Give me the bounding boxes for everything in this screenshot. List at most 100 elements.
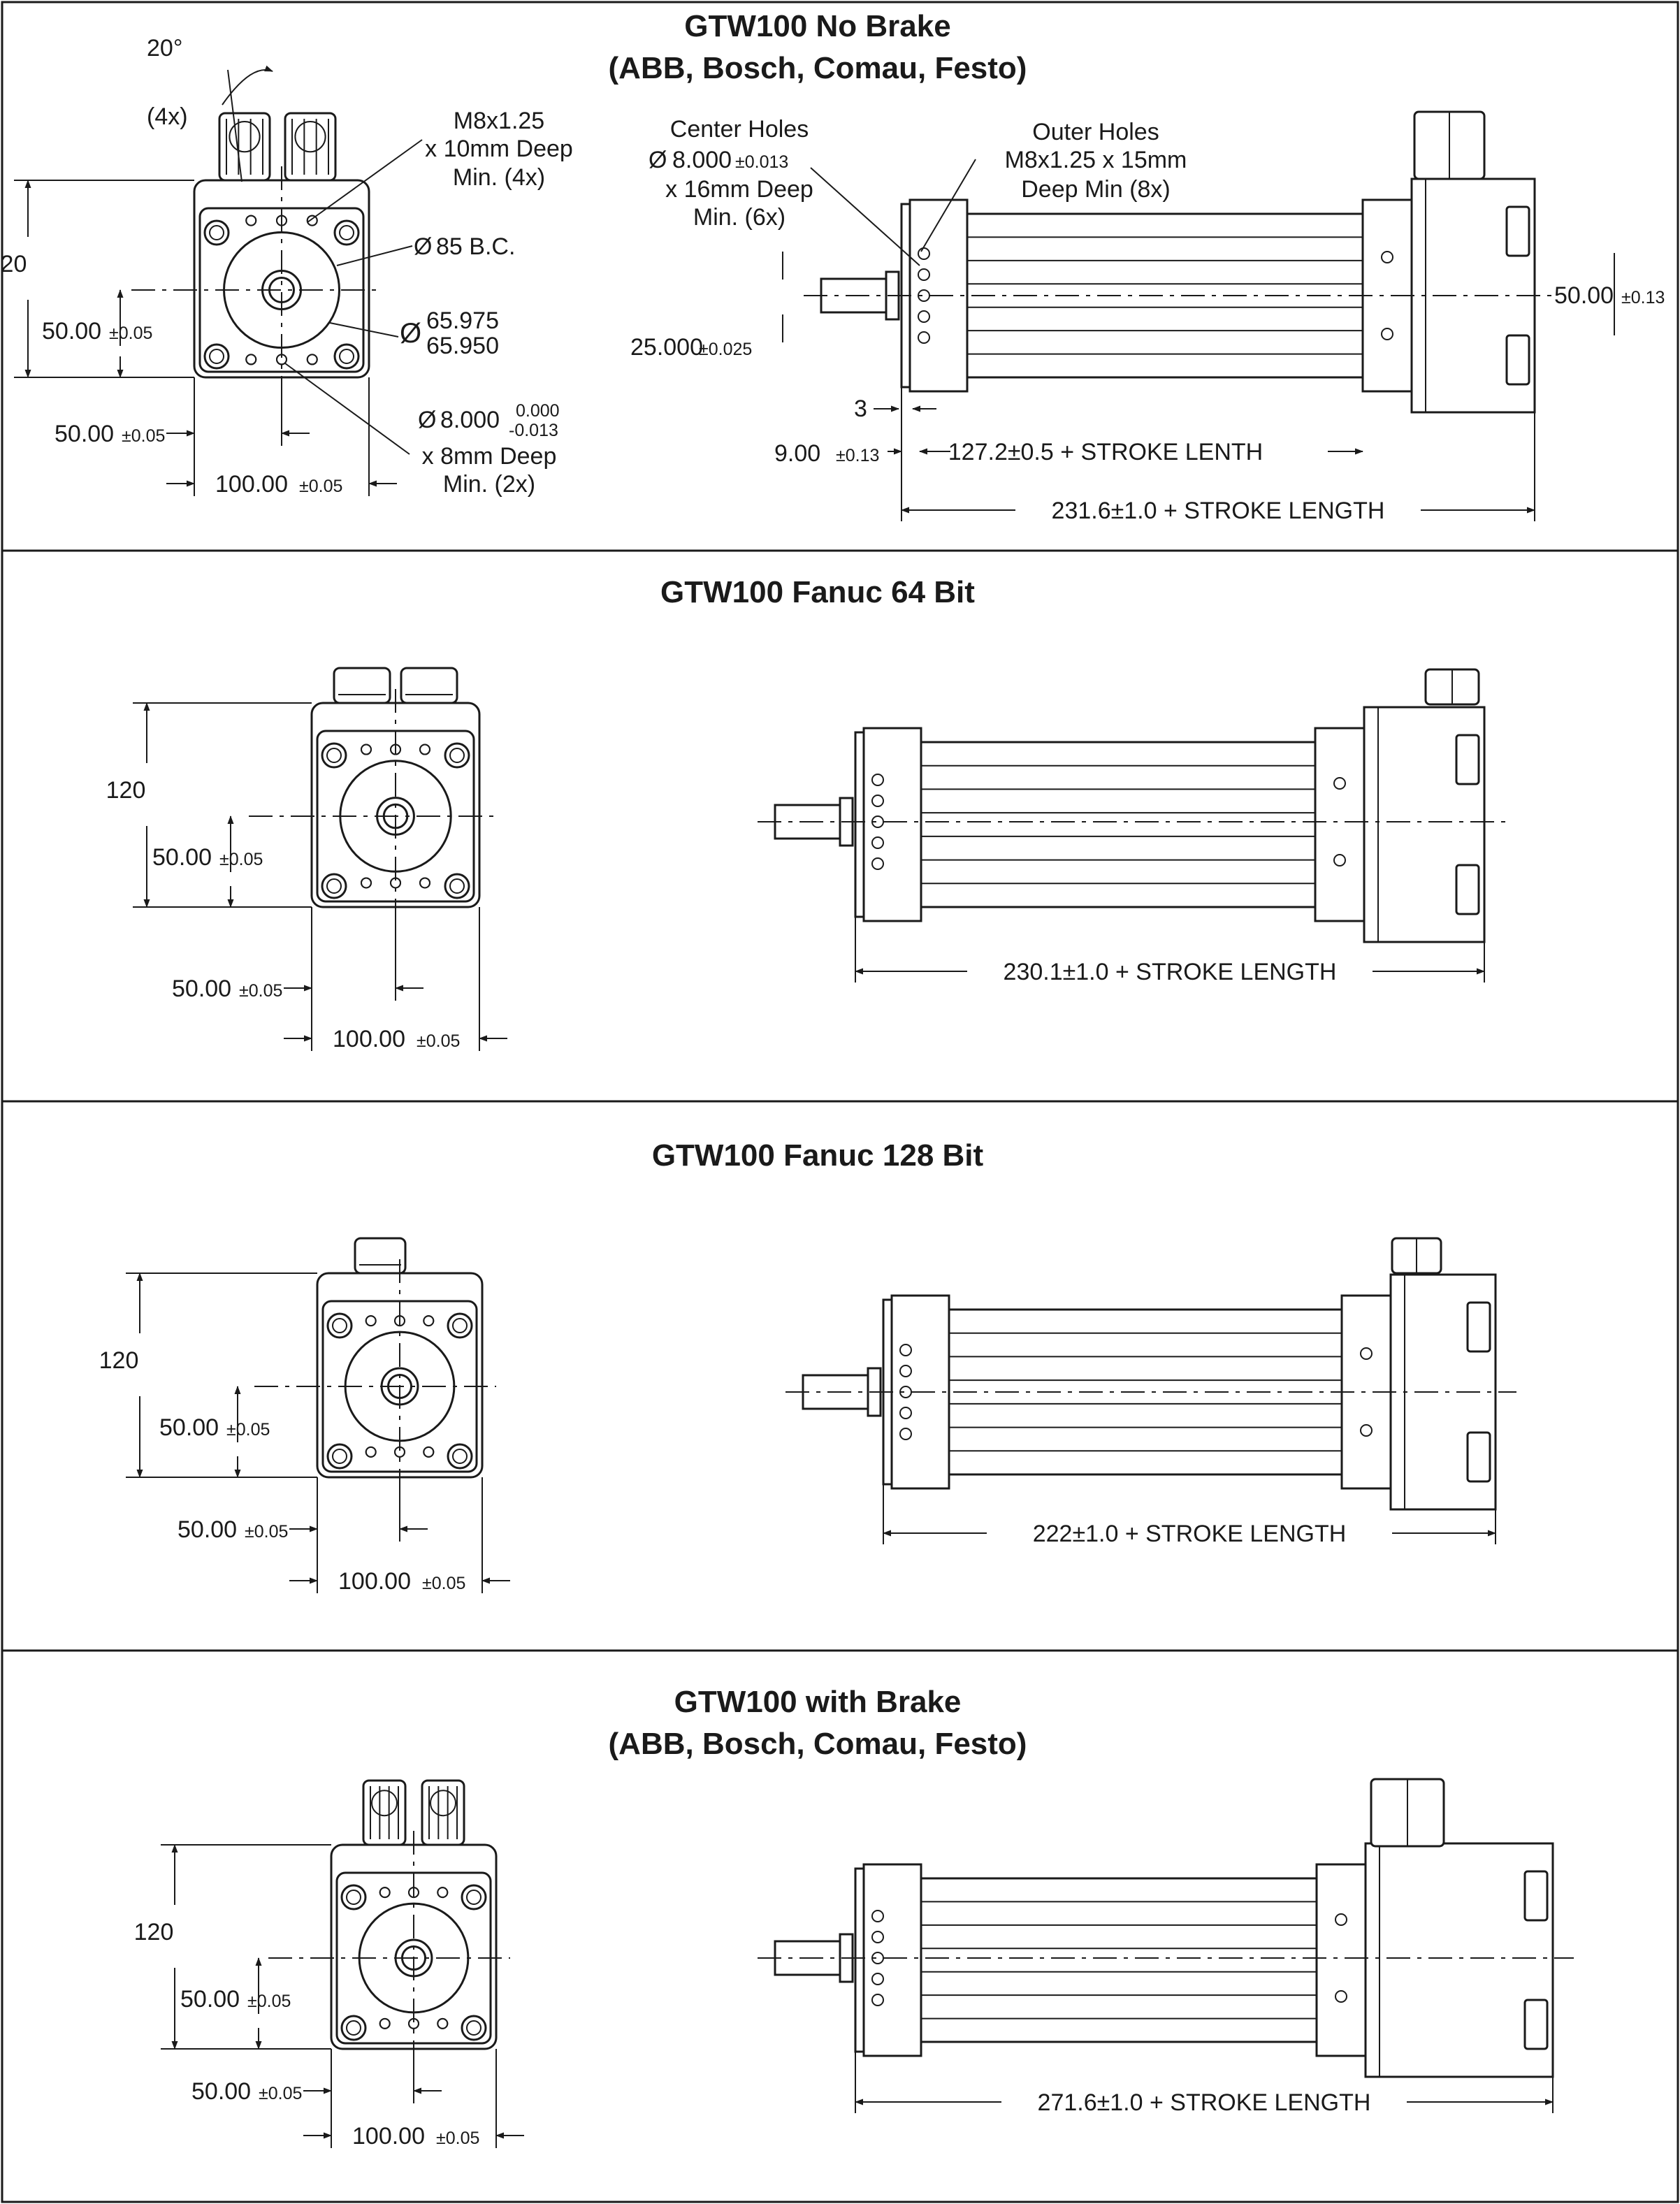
motor-housing: [1364, 1842, 1554, 2078]
adapter-hole: [1335, 1913, 1347, 1926]
panel-1-leaders: [222, 65, 1615, 455]
bolt-circle-hole: [365, 1446, 377, 1458]
corner-bolt-3: [203, 343, 230, 370]
end-face-hole: [871, 857, 884, 870]
offset-h-tolerance: ±0.05: [239, 981, 282, 1001]
offset-h-value: 50.00: [172, 976, 231, 1002]
corner-bolt-inner: [209, 349, 224, 364]
outer-holes-line-1: Outer Holes: [1032, 119, 1159, 145]
bolt-circle-callout: Ø 85 B.C.: [414, 233, 515, 260]
outer-holes-callout: Outer Holes M8x1.25 x 15mm Deep Min (8x): [1005, 119, 1187, 203]
bolt-circle-leader: [336, 245, 413, 266]
pin-depth-line-2: Min. (2x): [443, 471, 535, 498]
offset-h-value: 50.00: [178, 1516, 237, 1543]
end-face-hole: [871, 1910, 884, 1922]
end-face-hole: [918, 331, 930, 344]
front-dims-panel-1: [14, 180, 397, 496]
bolt-circle-hole: [361, 744, 372, 755]
offset-v-tolerance: ±0.05: [247, 1992, 291, 2011]
pilot-upper-limit: 65.975: [426, 307, 499, 334]
corner-bolt-inner: [339, 225, 354, 240]
bolt-circle-hole: [306, 215, 318, 226]
corner-bolt-inner: [209, 225, 224, 240]
offset-h-value: 50.00: [191, 2078, 251, 2105]
connector-housing-1: [354, 1237, 407, 1275]
overall-dim-panel-2: [855, 832, 1485, 983]
end-face-hole: [918, 268, 930, 281]
center-holes-line-3: Min. (6x): [693, 204, 785, 231]
overall-dim-panel-4: [855, 1962, 1554, 2113]
corner-bolt-2: [447, 1312, 473, 1339]
offset-v-value: 50.00: [159, 1414, 219, 1441]
pin-hole-leader: [284, 363, 410, 455]
panel-3-title: GTW100 Fanuc 128 Bit: [652, 1138, 984, 1173]
front-m8-callout: M8x1.25 x 10mm Deep Min. (4x): [425, 108, 573, 191]
bolt-circle-hole: [245, 215, 257, 226]
offset-h-tolerance: ±0.05: [122, 426, 165, 446]
motor-housing: [1410, 177, 1536, 414]
center-holes-leader: [810, 167, 920, 266]
front-m8-line-3: Min. (4x): [453, 164, 545, 191]
end-face-hole: [871, 1931, 884, 1943]
end-face-hole: [871, 1994, 884, 2006]
side-view-panel-4: [758, 1778, 1574, 2078]
adapter-hole: [1333, 777, 1346, 790]
shoulder-value: 9.00: [774, 440, 820, 467]
diameter-symbol: Ø: [649, 147, 667, 173]
center-holes-tolerance: ±0.013: [735, 152, 788, 172]
overall-length-value: 271.6±1.0 + STROKE LENGTH: [1038, 2089, 1371, 2116]
offset-v-value: 50.00: [180, 1986, 240, 2013]
motor-side-pocket-bottom: [1455, 864, 1480, 915]
center-holes-line-1: Center Holes: [670, 116, 809, 143]
offset-h-value: 50.00: [55, 421, 114, 447]
corner-bolt-inner: [326, 748, 342, 763]
offset-v-tolerance: ±0.05: [219, 850, 263, 869]
shoulder-tolerance: ±0.13: [836, 446, 879, 465]
corner-bolt-4: [333, 343, 360, 370]
motor-housing: [1363, 706, 1486, 943]
corner-bolt-1: [326, 1312, 353, 1339]
corner-bolt-4: [444, 873, 470, 899]
shoulder-dim: 9.00 ±0.13: [774, 440, 879, 467]
panel-1-title-line-2: (ABB, Bosch, Comau, Festo): [609, 51, 1027, 85]
pin-tolerance-lower: -0.013: [509, 421, 558, 440]
connector-cap: [229, 121, 261, 153]
bolt-circle-hole: [423, 1315, 435, 1327]
angle-leader: [227, 69, 242, 182]
side-view-panel-3: [785, 1237, 1516, 1511]
motor-side-pocket-top: [1505, 205, 1530, 257]
height-dimension-value: 120: [99, 1347, 139, 1374]
corner-bolt-2: [461, 1884, 487, 1911]
adapter-block: [1314, 727, 1366, 922]
corner-bolt-4: [447, 1443, 473, 1470]
adapter-hole: [1335, 1990, 1347, 2003]
connector-housing-2: [400, 667, 458, 704]
motor-side-pocket-bottom: [1523, 1999, 1549, 2050]
corner-bolt-2: [333, 219, 360, 246]
end-face-hole: [871, 774, 884, 786]
bolt-circle-value: 85 B.C.: [436, 233, 515, 260]
overall-dim-panel-3: [883, 1393, 1496, 1544]
corner-bolt-1: [321, 742, 347, 769]
width-value: 100.00: [333, 1026, 405, 1052]
pin-tolerance-upper: 0.000: [516, 401, 560, 421]
side-offset-value: 50.00: [1554, 282, 1614, 309]
diameter-symbol: Ø: [400, 318, 421, 349]
end-face-hole: [899, 1428, 912, 1440]
tube-body: [920, 741, 1317, 908]
end-face-hole: [871, 1973, 884, 1985]
motor-side-pocket-bottom: [1505, 334, 1530, 386]
corner-bolt-inner: [449, 878, 465, 894]
offset-v-tolerance: ±0.05: [226, 1420, 270, 1440]
corner-bolt-3: [326, 1443, 353, 1470]
side-view-panel-2: [758, 668, 1505, 943]
outer-holes-line-2: M8x1.25 x 15mm: [1005, 147, 1187, 173]
pilot-leader: [329, 322, 399, 338]
height-dimension-value: 120: [0, 251, 27, 277]
offset-v-value: 50.00: [152, 844, 212, 871]
bolt-circle-hole: [379, 1887, 391, 1899]
adapter-hole: [1360, 1424, 1373, 1437]
corner-bolt-1: [203, 219, 230, 246]
adapter-hole: [1381, 328, 1393, 340]
front-view-panel-3: [254, 1237, 496, 1491]
